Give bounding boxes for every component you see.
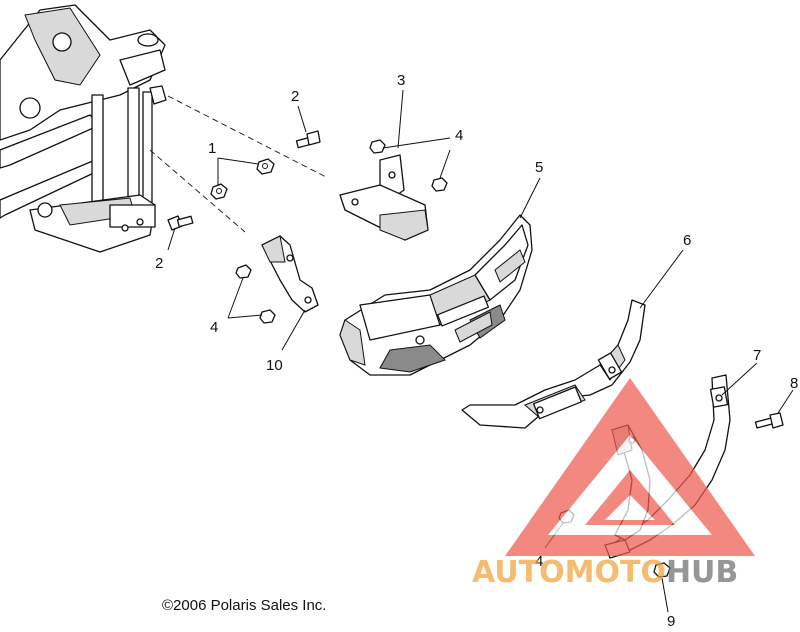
bracket-10 [261,235,319,313]
nut-4-c [235,264,252,279]
bolt-2-lower [167,215,194,231]
callout-3: 3 [397,72,405,89]
callout-6: 6 [683,232,691,249]
watermark-hub: HUB [666,555,738,590]
alignment-line-upper [167,95,329,179]
bolt-2-upper [295,130,321,149]
callout-5: 5 [535,159,543,176]
nut-4-a [369,139,386,154]
vehicle-frame [0,4,167,253]
nut-1-right [256,158,275,175]
callout-4-left: 4 [210,319,218,336]
callout-7: 7 [753,347,761,364]
callout-4-lower: 4 [535,553,543,570]
callout-2-upper: 2 [291,88,299,105]
watermark-auto: AUTO [472,555,565,590]
nut-4-b [431,177,448,192]
leader-lines [167,89,794,613]
callout-10: 10 [266,357,283,374]
callout-9: 9 [667,613,675,630]
callout-8: 8 [790,375,798,392]
copyright-notice: ©2006 Polaris Sales Inc. [162,597,326,614]
nut-4-d [259,309,276,324]
nut-1-left [210,183,228,200]
callout-2-lower: 2 [155,255,163,272]
callout-4-upper: 4 [455,127,463,144]
front-bumper-5 [339,214,533,376]
triangle-logo-icon [505,378,755,556]
brush-guard-6 [461,299,646,429]
bolt-8 [754,412,784,429]
alignment-line-lower [149,149,246,233]
watermark: AUTOMOTOHUB [472,378,755,590]
watermark-moto: MOTO [565,555,666,590]
nut-9 [653,562,671,578]
callout-1: 1 [208,140,216,157]
svg-text:AUTOMOTOHUB: AUTOMOTOHUB [472,555,738,590]
bracket-3 [339,154,429,241]
